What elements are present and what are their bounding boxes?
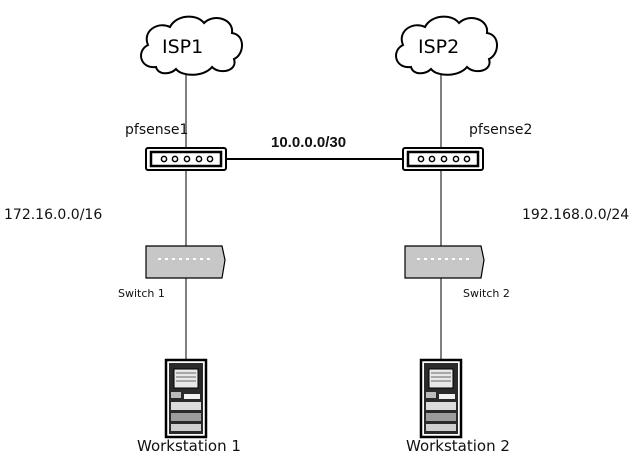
pfsense1-router-icon xyxy=(145,147,227,171)
switch2-label: Switch 2 xyxy=(463,287,510,300)
switch1-label: Switch 1 xyxy=(118,287,165,300)
isp2-cloud-icon xyxy=(395,15,498,76)
pfsense2-router-icon xyxy=(402,147,484,171)
lan2-subnet-label: 192.168.0.0/24 xyxy=(522,207,630,223)
switch1-icon xyxy=(145,245,226,279)
isp1-label: ISP1 xyxy=(162,36,204,58)
wan-subnet-label: 10.0.0.0/30 xyxy=(271,134,347,151)
isp1-cloud-icon xyxy=(140,15,243,76)
pfsense2-label: pfsense2 xyxy=(469,122,533,138)
switch2-icon xyxy=(404,245,485,279)
pfsense1-label: pfsense1 xyxy=(125,122,189,138)
workstation1-label: Workstation 1 xyxy=(137,437,241,455)
isp2-label: ISP2 xyxy=(418,36,460,58)
workstation2-tower-icon xyxy=(419,358,463,439)
lan1-subnet-label: 172.16.0.0/16 xyxy=(4,207,103,223)
workstation1-tower-icon xyxy=(164,358,208,439)
workstation2-label: Workstation 2 xyxy=(406,437,510,455)
